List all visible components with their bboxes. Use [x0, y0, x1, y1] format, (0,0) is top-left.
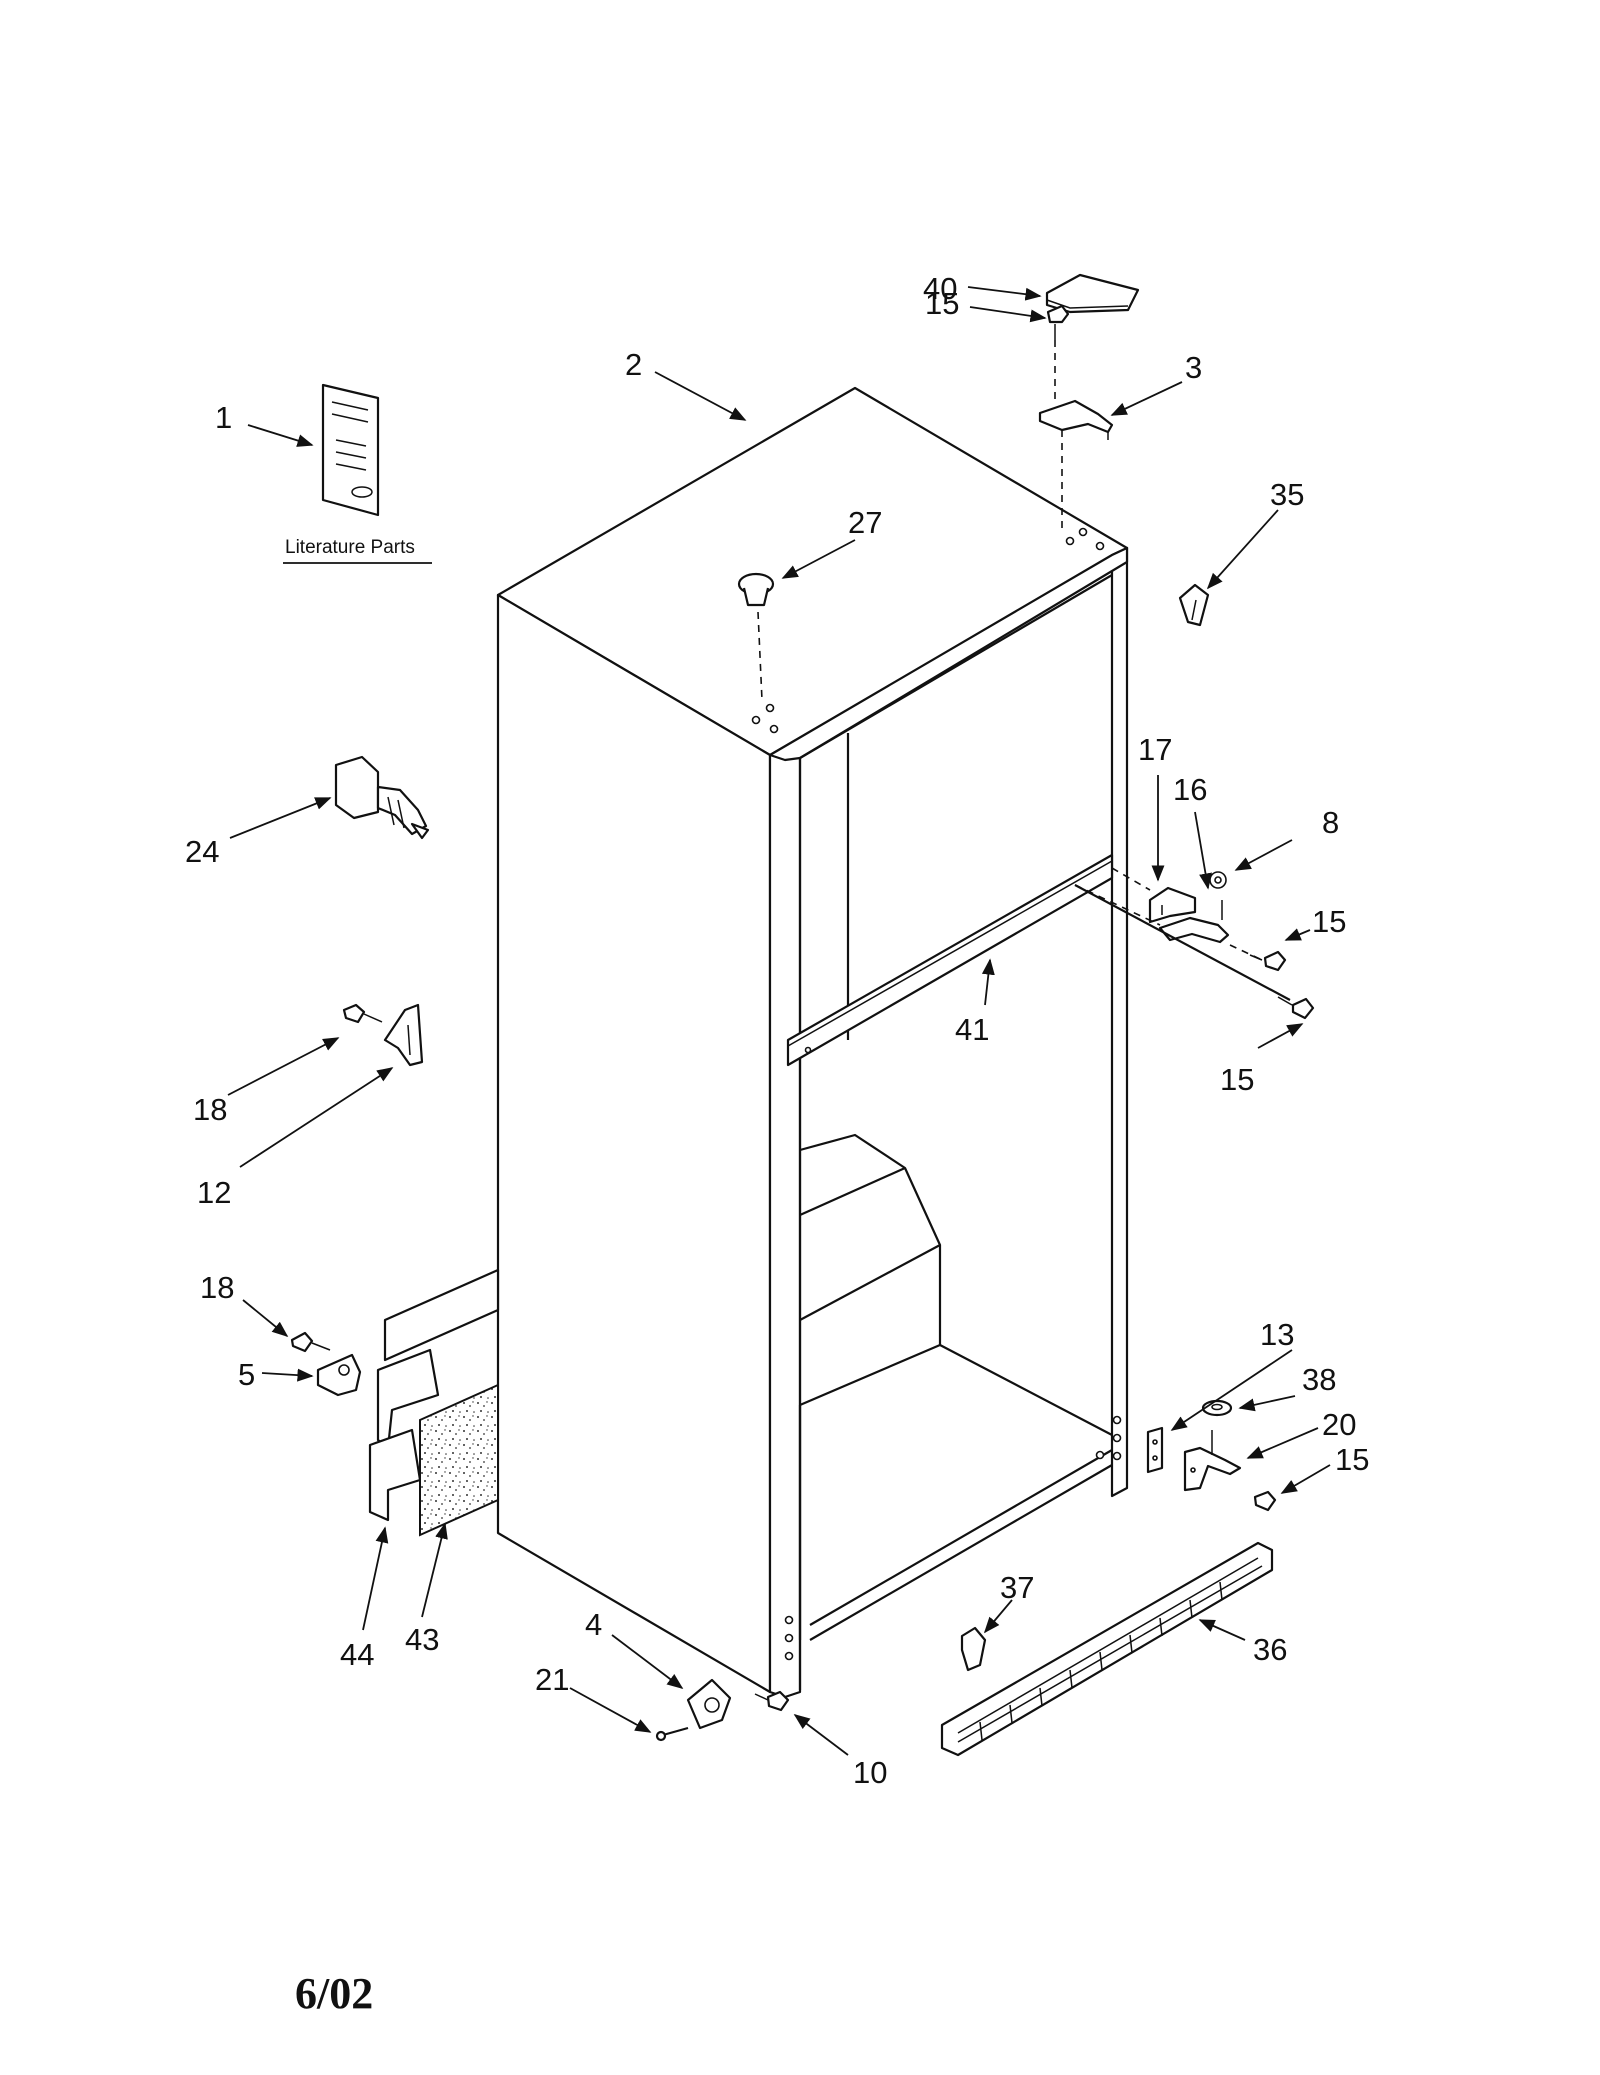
callout-12: 12	[197, 1175, 231, 1210]
callout-3: 3	[1185, 350, 1202, 385]
door-stop	[383, 1003, 424, 1067]
callout-38: 38	[1302, 1362, 1336, 1397]
wire-clamp	[316, 1353, 362, 1397]
grille-slots	[979, 1581, 1223, 1741]
mounting-bracket	[368, 1348, 440, 1522]
middle-hinge-screw-lower	[1277, 996, 1315, 1020]
callout-24: 24	[185, 834, 219, 869]
middle-hinge-screw-upper	[1249, 950, 1287, 972]
callout-4: 4	[585, 1607, 602, 1642]
callout-17: 17	[1138, 732, 1172, 767]
center-divider-bar	[786, 853, 1114, 1067]
callout-27: 27	[848, 505, 882, 540]
hinge-cover	[1045, 273, 1140, 314]
callout-36: 36	[1253, 1632, 1287, 1667]
callout-15-lower: 15	[1335, 1442, 1369, 1477]
middle-hinge-bracket	[1074, 867, 1291, 1001]
top-hinge	[1038, 399, 1114, 440]
top-hinge-screw	[1046, 304, 1070, 530]
callout-18-lower: 18	[200, 1270, 234, 1305]
roller-pin	[655, 1726, 689, 1742]
revision-date: 6/02	[295, 1969, 373, 2018]
callout-35: 35	[1270, 477, 1304, 512]
callout-15-top: 15	[925, 286, 959, 321]
plug-button	[737, 572, 775, 701]
callout-18-upper: 18	[193, 1092, 227, 1127]
door-stop-screw-upper	[342, 1003, 383, 1024]
literature-booklet	[321, 383, 380, 517]
callout-labels: 1 2 3 40 15 35 27 24 17 16 8 15 41 15 18…	[185, 271, 1369, 1790]
callout-41: 41	[955, 1012, 989, 1047]
roller-screw	[754, 1690, 790, 1712]
lower-hinge-screw-right	[1253, 1490, 1277, 1512]
lower-hinge-plate	[383, 1268, 500, 1362]
lower-hinge	[1183, 1430, 1242, 1492]
insulation-pad	[419, 1383, 499, 1537]
roller-assembly	[686, 1678, 732, 1730]
callout-20: 20	[1322, 1407, 1356, 1442]
callout-2: 2	[625, 347, 642, 382]
grille-clip	[960, 1626, 987, 1672]
callout-37: 37	[1000, 1570, 1034, 1605]
cabinet-interior	[784, 574, 1122, 1690]
toe-grille	[940, 1541, 1274, 1757]
callout-10: 10	[853, 1755, 887, 1790]
callout-21: 21	[535, 1662, 569, 1697]
lower-hinge-screw	[290, 1331, 331, 1353]
callout-1: 1	[215, 400, 232, 435]
callout-5: 5	[238, 1357, 255, 1392]
cabinet-shell	[496, 386, 1129, 1699]
lower-hinge-shim	[1146, 1426, 1164, 1474]
callout-15-mid-lower: 15	[1220, 1062, 1254, 1097]
callout-13: 13	[1260, 1317, 1294, 1352]
callout-40: 40	[923, 271, 957, 306]
callout-16: 16	[1173, 772, 1207, 807]
hinge-washer	[1201, 1399, 1233, 1417]
leader-lines	[227, 286, 1331, 1756]
trim-clip	[1178, 583, 1210, 627]
literature-parts-caption: Literature Parts	[285, 537, 415, 558]
callout-15-mid-upper: 15	[1312, 904, 1346, 939]
callout-44: 44	[340, 1637, 374, 1672]
callout-43: 43	[405, 1622, 439, 1657]
callout-8: 8	[1322, 805, 1339, 840]
leveling-bolt	[334, 755, 430, 840]
